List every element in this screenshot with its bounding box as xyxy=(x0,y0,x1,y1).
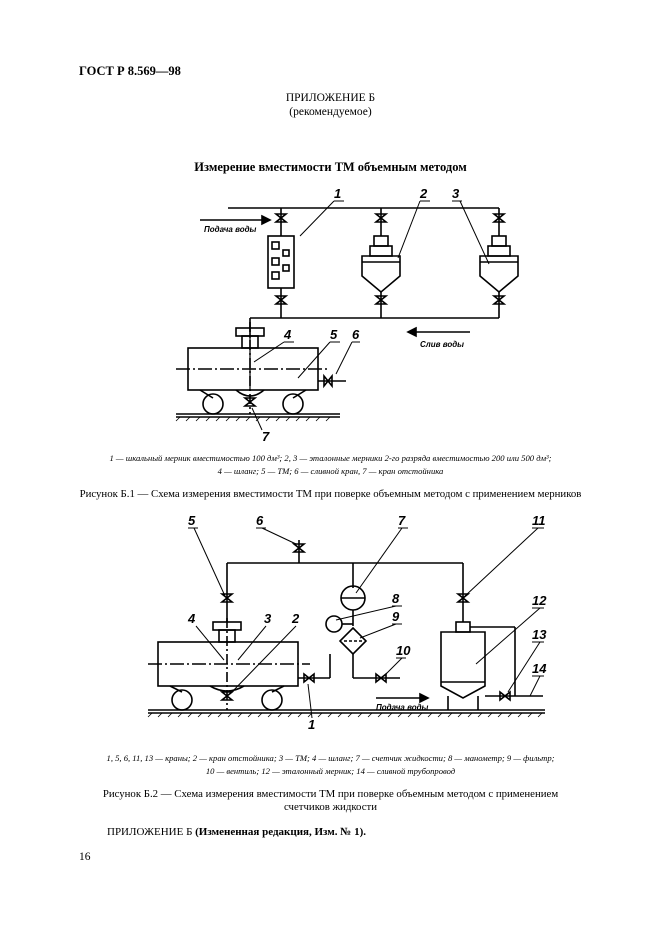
figure1-diagram: 1 2 3 4 5 6 7 Подача воды Слив воды xyxy=(175,186,519,444)
fig2-number-12: 12 xyxy=(532,593,547,608)
figure1-legend-line2: 4 — шланг; 5 — ТМ; 6 — сливной кран, 7 —… xyxy=(217,466,444,476)
fig1-number-7: 7 xyxy=(262,429,270,444)
figure1-caption: Рисунок Б.1 — Схема измерения вместимост… xyxy=(79,488,582,500)
fig2-number-6: 6 xyxy=(256,513,264,528)
fig1-number-2: 2 xyxy=(419,186,428,201)
fig2-number-2: 2 xyxy=(291,611,300,626)
fig2-number-10: 10 xyxy=(396,643,411,658)
fig1-label-water-drain: Слив воды xyxy=(420,340,464,349)
fig1-number-1: 1 xyxy=(334,186,341,201)
figure2-legend-line2: 10 — вентиль; 12 — эталонный мерник; 14 … xyxy=(205,766,456,776)
fig1-number-3: 3 xyxy=(452,186,460,201)
fig1-number-4: 4 xyxy=(283,327,292,342)
amendment-note: ПРИЛОЖЕНИЕ Б (Измененная редакция, Изм. … xyxy=(107,826,366,838)
amendment-note-prefix: ПРИЛОЖЕНИЕ Б xyxy=(107,826,193,838)
figure1-heading: Измерение вместимости ТМ объемным методо… xyxy=(194,160,467,174)
appendix-title: ПРИЛОЖЕНИЕ Б xyxy=(285,92,376,104)
fig2-number-11: 11 xyxy=(532,513,546,528)
fig2-number-5: 5 xyxy=(188,513,196,528)
fig2-number-9: 9 xyxy=(392,609,400,624)
page-number: 16 xyxy=(79,851,91,863)
fig2-number-4: 4 xyxy=(187,611,196,626)
fig2-label-water-supply: Подача воды xyxy=(376,703,429,712)
fig1-number-5: 5 xyxy=(330,327,338,342)
figure2-legend-line1: 1, 5, 6, 11, 13 — краны; 2 — кран отстой… xyxy=(106,753,555,763)
fig2-number-13: 13 xyxy=(532,627,547,642)
fig2-number-8: 8 xyxy=(392,591,400,606)
figure1-legend-line1: 1 — шкальный мерник вместимостью 100 дм³… xyxy=(109,453,552,463)
fig2-number-14: 14 xyxy=(532,661,547,676)
figure2-caption-line2: счетчиков жидкости xyxy=(283,801,377,813)
fig1-label-water-supply: Подача воды xyxy=(204,225,257,234)
appendix-subtitle: (рекомендуемое) xyxy=(289,106,372,118)
amendment-note-bold: (Измененная редакция, Изм. № 1). xyxy=(195,826,367,838)
fig2-number-7: 7 xyxy=(398,513,406,528)
figure2-diagram: 5 6 7 11 8 9 10 12 13 14 4 3 2 1 Подача … xyxy=(147,513,547,732)
fig2-number-3: 3 xyxy=(264,611,272,626)
fig1-number-6: 6 xyxy=(352,327,360,342)
document-number: ГОСТ Р 8.569—98 xyxy=(79,64,181,78)
fig2-number-1: 1 xyxy=(308,717,315,732)
figure2-caption-line1: Рисунок Б.2 — Схема измерения вместимост… xyxy=(102,788,559,800)
